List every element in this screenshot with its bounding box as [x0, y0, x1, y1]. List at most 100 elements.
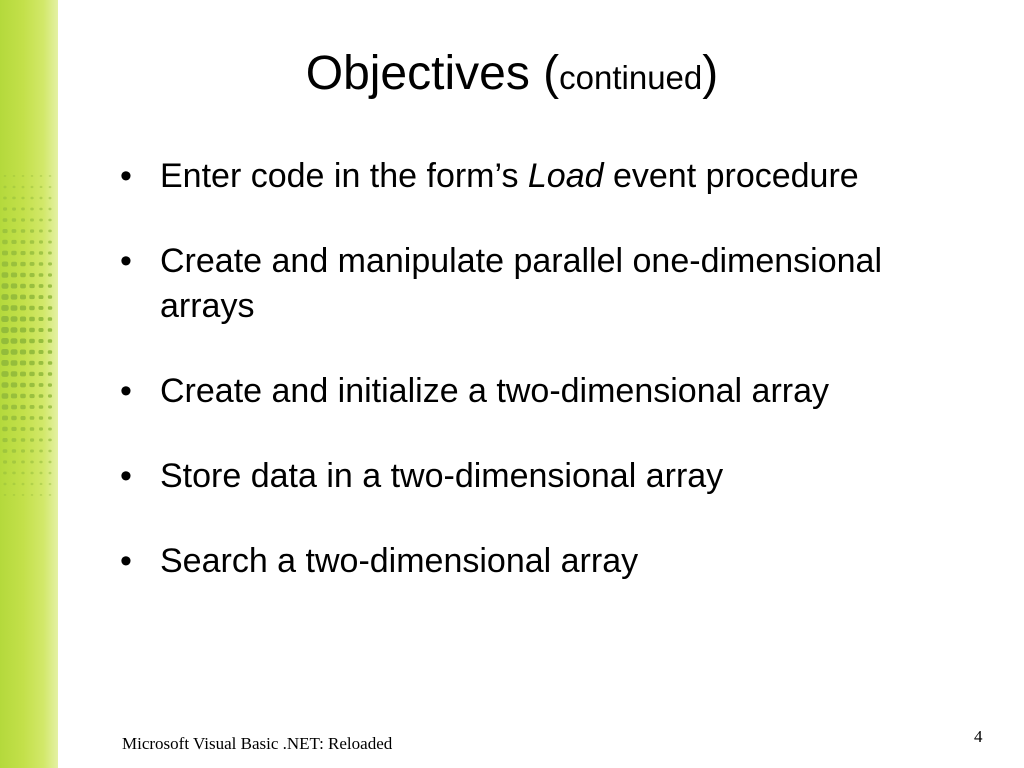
decorative-dot: [48, 494, 52, 496]
decorative-dot: [30, 471, 34, 475]
decorative-dot: [29, 262, 35, 266]
decorative-dot: [29, 416, 35, 420]
decorative-dot-pattern: [1, 175, 53, 496]
decorative-dot: [29, 338, 35, 344]
decorative-dot: [48, 471, 52, 475]
decorative-dot: [11, 239, 17, 244]
decorative-dot: [1, 305, 9, 311]
decorative-dot: [48, 438, 52, 442]
decorative-dot: [29, 382, 35, 388]
decorative-dot: [12, 482, 16, 486]
decorative-dot: [20, 371, 26, 377]
decorative-dot: [48, 240, 52, 244]
decorative-dot: [29, 360, 35, 366]
decorative-dot: [12, 494, 16, 496]
decorative-dot: [29, 371, 35, 377]
decorative-dot: [48, 262, 52, 266]
decorative-dot: [19, 305, 27, 311]
decorative-dot: [39, 449, 43, 453]
bullet-item: • Enter code in the form’s Load event pr…: [120, 154, 980, 199]
decorative-dot: [48, 186, 52, 189]
decorative-dot: [1, 261, 9, 267]
decorative-dot: [20, 427, 26, 431]
decorative-dot: [11, 218, 17, 222]
decorative-dot: [20, 272, 26, 278]
decorative-dot: [21, 494, 25, 496]
decorative-dot: [29, 294, 35, 300]
decorative-dot: [10, 327, 18, 333]
decorative-dot: [12, 175, 16, 177]
decorative-dot: [38, 405, 44, 409]
decorative-dot: [39, 175, 43, 177]
decorative-dot: [39, 494, 43, 496]
decorative-dot: [29, 394, 35, 399]
decorative-dot: [11, 449, 17, 453]
decorative-dot: [10, 360, 18, 366]
decorative-dot: [21, 218, 25, 222]
decorative-dot: [11, 229, 17, 233]
decorative-dot: [39, 218, 43, 222]
decorative-dot: [48, 427, 52, 431]
decorative-dot: [38, 306, 44, 310]
decorative-dot: [29, 427, 35, 431]
decorative-dot: [47, 328, 53, 332]
decorative-dot: [10, 305, 18, 311]
decorative-dot: [19, 349, 27, 355]
decorative-dot: [3, 207, 8, 211]
decorative-dot: [38, 284, 44, 288]
decorative-dot: [29, 283, 35, 289]
decorative-dot: [3, 482, 7, 486]
decorative-dot: [19, 327, 27, 333]
decorative-dot: [47, 383, 52, 387]
decorative-dot: [30, 229, 35, 233]
decorative-dot: [38, 394, 44, 398]
decorative-dot: [2, 449, 8, 453]
decorative-dot: [38, 328, 44, 332]
decorative-dot: [2, 415, 8, 421]
decorative-dot: [10, 283, 18, 289]
decorative-dot: [39, 460, 43, 464]
title-main: Objectives (: [305, 47, 560, 100]
decorative-dot: [1, 371, 9, 377]
decorative-dot: [11, 404, 17, 410]
decorative-dot: [48, 394, 52, 398]
decorative-dot: [19, 316, 27, 322]
decorative-dot: [11, 426, 17, 431]
decorative-dot: [38, 361, 44, 365]
decorative-dot: [38, 383, 44, 387]
decorative-dot: [10, 316, 18, 322]
decorative-dot: [30, 175, 34, 177]
decorative-dot: [47, 306, 53, 310]
decorative-dot: [30, 207, 34, 211]
decorative-dot: [38, 416, 44, 420]
decorative-dot: [29, 349, 35, 355]
decorative-dot: [1, 360, 9, 366]
decorative-dot: [10, 393, 18, 399]
decorative-dot: [1, 272, 9, 278]
decorative-dot: [48, 175, 52, 177]
decorative-dot: [48, 207, 52, 211]
decorative-dot: [12, 185, 16, 189]
decorative-dot: [20, 382, 26, 388]
decorative-dot: [20, 416, 26, 421]
decorative-dot: [11, 438, 17, 442]
page-number: 4: [974, 727, 983, 746]
decorative-dot: [38, 317, 44, 321]
decorative-dot: [39, 207, 43, 211]
decorative-dot: [38, 339, 44, 343]
decorative-dot: [48, 405, 52, 409]
decorative-dot: [20, 393, 26, 399]
decorative-dot: [29, 405, 35, 409]
decorative-dot: [38, 251, 44, 255]
decorative-dot: [47, 361, 53, 365]
decorative-dot: [29, 327, 35, 333]
decorative-dot: [10, 382, 18, 388]
decorative-dot: [38, 350, 44, 354]
decorative-dot: [29, 240, 35, 244]
decorative-dot: [30, 218, 34, 222]
bullet-symbol: •: [120, 242, 132, 280]
decorative-dot: [48, 449, 52, 453]
decorative-dot: [48, 273, 52, 277]
decorative-dot: [30, 482, 34, 486]
